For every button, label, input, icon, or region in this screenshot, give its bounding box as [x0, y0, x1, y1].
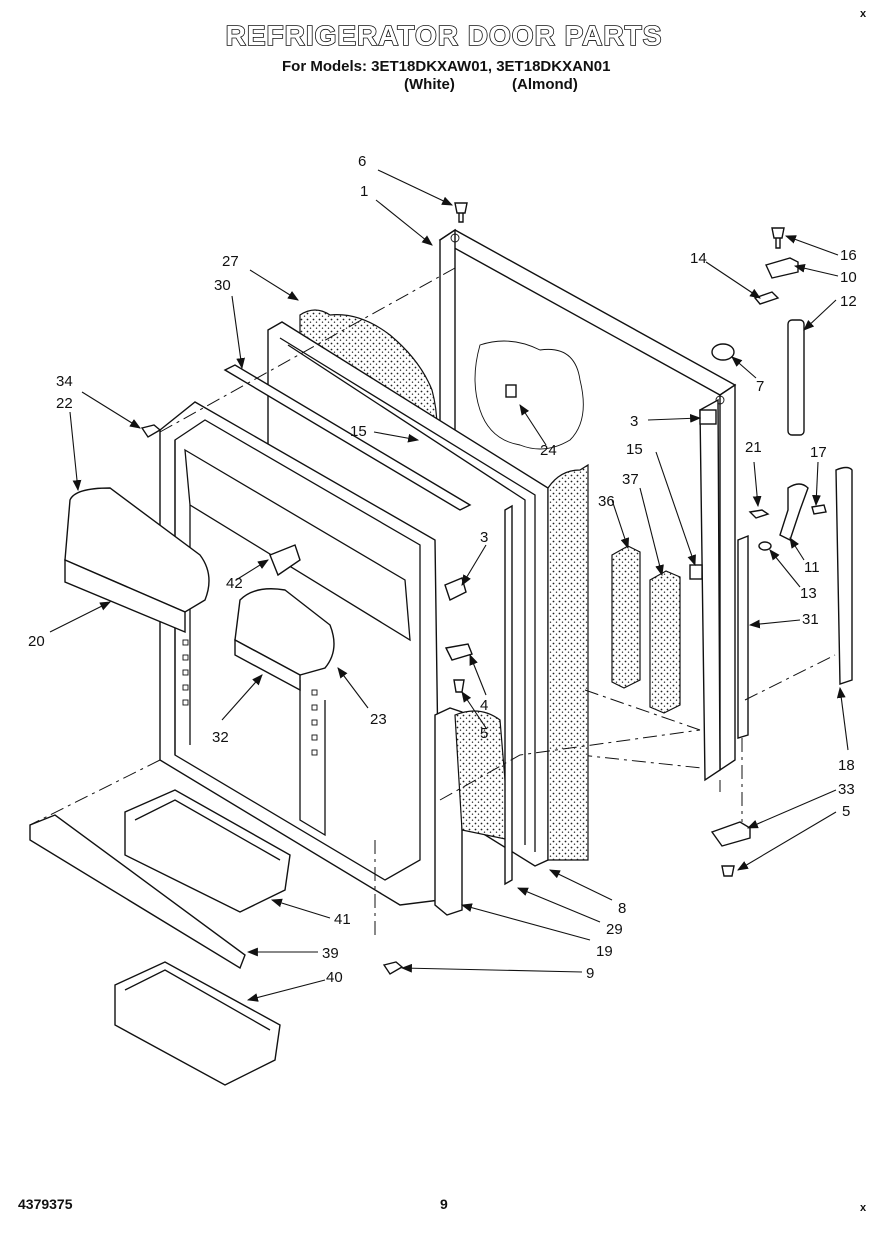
callout-22: 22 [56, 395, 73, 412]
screw-5-upper [453, 679, 465, 693]
hinge-top-10 [765, 257, 799, 279]
callout-21: 21 [745, 439, 762, 456]
callout-15a: 15 [350, 423, 367, 440]
callout-40: 40 [326, 969, 343, 986]
callout-39: 39 [322, 945, 339, 962]
callout-36: 36 [598, 493, 615, 510]
screw-17 [811, 504, 827, 515]
callout-1: 1 [360, 183, 368, 200]
screw-21 [748, 509, 770, 519]
door-handle-tube-12 [787, 319, 805, 436]
foam-strip-8 [547, 463, 589, 861]
callout-33: 33 [838, 781, 855, 798]
callout-31: 31 [802, 611, 819, 628]
callout-5b: 5 [842, 803, 850, 820]
panel-cutaway [474, 340, 584, 450]
callout-numbers: 6 1 27 30 34 22 15 24 3 4 5 3 15 36 37 1… [28, 153, 857, 986]
callout-30: 30 [214, 277, 231, 294]
shelf-peg-holes [182, 639, 318, 756]
page-number: 9 [440, 1196, 448, 1212]
butter-door-23 [234, 588, 335, 676]
callout-23: 23 [370, 711, 387, 728]
hinge-pin-42 [269, 544, 301, 577]
callout-41: 41 [334, 911, 351, 928]
door-bin-41 [124, 789, 291, 913]
callout-6: 6 [358, 153, 366, 170]
screw-34 [140, 424, 162, 438]
variant-white-label: (White) [404, 76, 455, 93]
outer-door-panel [438, 228, 737, 772]
callout-13: 13 [800, 585, 817, 602]
callout-14: 14 [690, 250, 707, 267]
callout-17: 17 [810, 444, 827, 461]
trim-strip-31 [737, 534, 749, 739]
callout-3a: 3 [480, 529, 488, 546]
callout-3b: 3 [630, 413, 638, 430]
callout-20: 20 [28, 633, 45, 650]
dairy-door-20 [64, 487, 210, 613]
callout-9: 9 [586, 965, 594, 982]
washer-13 [758, 541, 772, 551]
callout-5a: 5 [480, 725, 488, 742]
screw-16 [771, 227, 785, 249]
variant-almond-label: (Almond) [512, 76, 578, 93]
foam-block-37 [649, 570, 681, 714]
foam-block-36 [611, 545, 641, 689]
callout-leaders [49, 169, 849, 1002]
callout-15b: 15 [626, 441, 643, 458]
page-title: REFRIGERATOR DOOR PARTS [225, 19, 663, 52]
panel-clip [505, 384, 517, 398]
callout-18: 18 [838, 757, 855, 774]
callout-37: 37 [622, 471, 639, 488]
corner-mark-bottom: x [860, 1202, 867, 1214]
models-line: For Models: 3ET18DKXAW01, 3ET18DKXAN01 [282, 58, 611, 75]
callout-42: 42 [226, 575, 243, 592]
callout-16: 16 [840, 247, 857, 264]
handle-bracket-11 [779, 483, 809, 541]
butter-shelf-32 [234, 638, 301, 692]
hinge-shim-14 [753, 291, 780, 305]
hinge-bottom-33 [710, 821, 751, 847]
callout-32: 32 [212, 729, 229, 746]
document-number: 4379375 [18, 1196, 73, 1212]
right-edge-panel [699, 398, 721, 782]
dairy-shelf-22 [64, 558, 186, 634]
trim-strip-18 [835, 466, 853, 685]
callout-27: 27 [222, 253, 239, 270]
callout-34: 34 [56, 373, 73, 390]
hinge-plug-7 [711, 343, 735, 361]
door-bin-40 [114, 961, 281, 1086]
gasket-strip-29 [504, 504, 513, 886]
callout-11: 11 [804, 559, 820, 576]
screw-5-lower [721, 865, 735, 877]
callout-19: 19 [596, 943, 613, 960]
screw-9 [382, 961, 404, 975]
hinge-bracket-3-left [444, 577, 467, 601]
callout-12: 12 [840, 293, 857, 310]
callout-7: 7 [756, 378, 764, 395]
callout-8: 8 [618, 900, 626, 917]
shelf-bar-39 [29, 814, 246, 970]
screw-6 [454, 202, 468, 223]
callout-10: 10 [840, 269, 857, 286]
corner-mark: x [860, 8, 867, 20]
callout-29: 29 [606, 921, 623, 938]
callout-4: 4 [480, 697, 488, 714]
edge-bracket-3 [699, 409, 717, 425]
callout-24: 24 [540, 442, 557, 459]
edge-clip-15 [689, 564, 703, 580]
